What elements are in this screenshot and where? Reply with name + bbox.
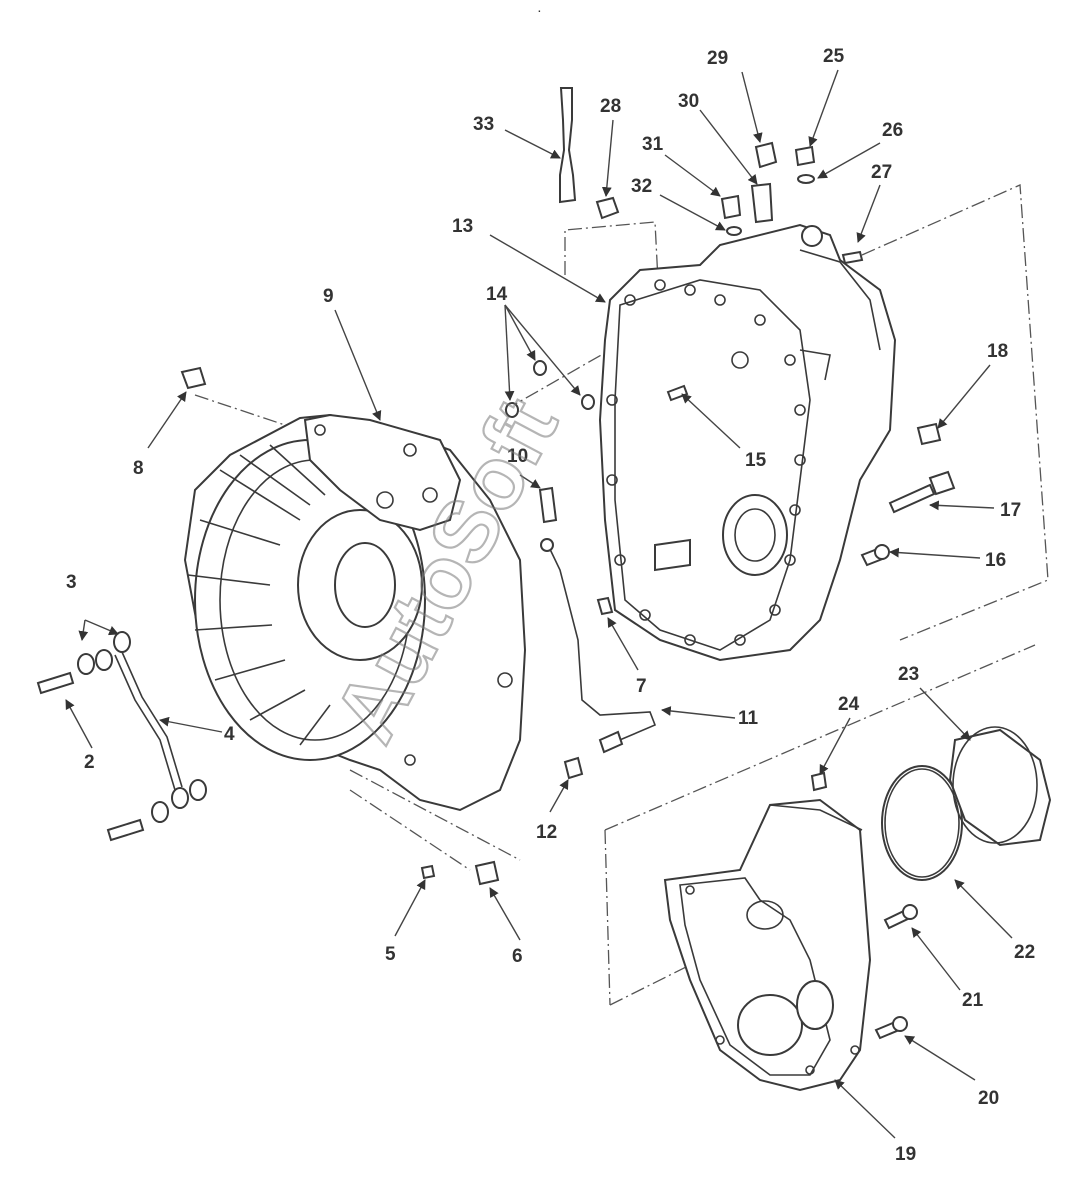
callout-numbers: 2 3 4 5 6 7 8 9 10 11 12 13 14 15 16 17 …: [66, 46, 1035, 1165]
bell-housing: [183, 413, 527, 812]
callout-31: 31: [642, 134, 664, 155]
rear-cover: [663, 798, 872, 1092]
callout-20: 20: [978, 1088, 999, 1109]
header-mark: .: [538, 4, 541, 15]
callout-25: 25: [823, 46, 845, 67]
callout-26: 26: [882, 120, 903, 141]
callout-29: 29: [707, 48, 728, 69]
callout-2: 2: [84, 752, 95, 773]
transmission-case: [598, 223, 897, 662]
leader-lines: [65, 69, 1013, 1139]
callout-5: 5: [385, 944, 396, 965]
small-parts: [36, 87, 1052, 1040]
callout-27: 27: [871, 162, 892, 183]
callout-18: 18: [987, 341, 1008, 362]
callout-32: 32: [631, 176, 652, 197]
callout-13: 13: [452, 216, 473, 237]
callout-28: 28: [600, 96, 621, 117]
callout-3: 3: [66, 572, 77, 593]
callout-9: 9: [323, 286, 334, 307]
assembly-guide-lines: [194, 184, 1049, 1006]
callout-10: 10: [507, 446, 528, 467]
callout-11: 11: [738, 708, 759, 729]
callout-12: 12: [536, 822, 557, 843]
callout-22: 22: [1014, 942, 1035, 963]
callout-6: 6: [512, 946, 523, 967]
callout-19: 19: [895, 1144, 916, 1165]
callout-7: 7: [636, 676, 647, 697]
callout-15: 15: [745, 450, 767, 471]
callout-21: 21: [962, 990, 984, 1011]
callout-24: 24: [838, 694, 860, 715]
callout-8: 8: [133, 458, 144, 479]
callout-30: 30: [678, 91, 699, 112]
callout-17: 17: [1000, 500, 1021, 521]
callout-23: 23: [898, 664, 919, 685]
callout-33: 33: [473, 114, 494, 135]
callout-14: 14: [486, 284, 508, 305]
callout-16: 16: [985, 550, 1006, 571]
callout-4: 4: [224, 724, 235, 745]
